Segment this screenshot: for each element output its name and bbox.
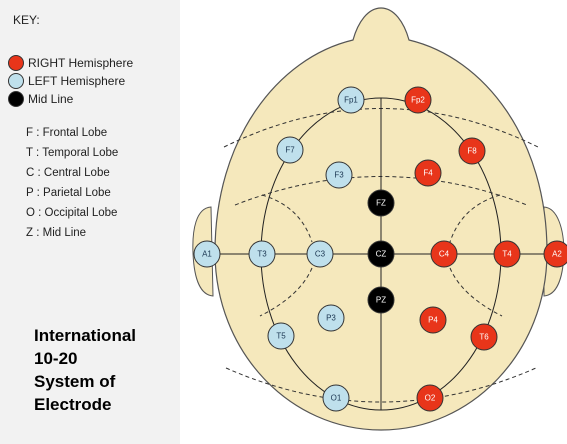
electrode-circle-p4 xyxy=(419,306,447,334)
red-dot-icon xyxy=(8,55,24,71)
electrode-f4: F4 xyxy=(414,159,442,187)
electrode-circle-f4 xyxy=(414,159,442,187)
electrode-label-f4: F4 xyxy=(423,169,433,178)
electrode-label-t5: T5 xyxy=(276,332,286,341)
electrode-circle-t6 xyxy=(470,323,498,351)
legend-right-hemisphere: RIGHT Hemisphere xyxy=(8,55,133,71)
electrode-c4: C4 xyxy=(430,240,458,268)
light-blue-dot-icon xyxy=(8,73,24,89)
title-line-3: System of xyxy=(34,372,116,391)
key-panel: KEY: RIGHT Hemisphere LEFT Hemisphere Mi… xyxy=(0,0,180,444)
electrode-c3: C3 xyxy=(306,240,334,268)
electrode-circle-pz xyxy=(367,286,395,314)
electrode-label-f3: F3 xyxy=(334,171,344,180)
electrode-circle-fp1 xyxy=(337,86,365,114)
electrode-fp1: Fp1 xyxy=(337,86,365,114)
electrode-circle-c4 xyxy=(430,240,458,268)
electrode-circle-f8 xyxy=(458,137,486,165)
electrode-f7: F7 xyxy=(276,136,304,164)
electrode-o2: O2 xyxy=(416,384,444,412)
legend-label: LEFT Hemisphere xyxy=(28,74,126,88)
electrode-pz: PZ xyxy=(367,286,395,314)
electrode-circle-fp2 xyxy=(404,86,432,114)
electrode-label-fp1: Fp1 xyxy=(344,96,358,105)
electrode-label-t4: T4 xyxy=(502,250,512,259)
electrode-circle-o1 xyxy=(322,384,350,412)
electrode-t3: T3 xyxy=(248,240,276,268)
electrode-circle-f3 xyxy=(325,161,353,189)
legend-label: RIGHT Hemisphere xyxy=(28,56,134,70)
lobe-midline: Z : Mid Line xyxy=(26,227,87,239)
black-dot-icon xyxy=(8,91,24,107)
electrode-circle-cz xyxy=(367,240,395,268)
lobe-frontal: F : Frontal Lobe xyxy=(26,127,108,139)
electrode-label-f7: F7 xyxy=(285,146,295,155)
electrode-fp2: Fp2 xyxy=(404,86,432,114)
electrode-a1: A1 xyxy=(193,240,221,268)
electrode-circle-a1 xyxy=(193,240,221,268)
electrode-circle-a2 xyxy=(543,240,567,268)
electrode-label-c4: C4 xyxy=(439,250,450,259)
electrode-f8: F8 xyxy=(458,137,486,165)
electrode-circle-f7 xyxy=(276,136,304,164)
electrode-label-pz: PZ xyxy=(376,296,386,305)
electrode-a2: A2 xyxy=(543,240,567,268)
electrode-t5: T5 xyxy=(267,322,295,350)
electrode-label-cz: CZ xyxy=(376,250,387,259)
electrode-circle-p3 xyxy=(317,304,345,332)
electrode-label-t3: T3 xyxy=(257,250,267,259)
legend-mid-line: Mid Line xyxy=(8,91,73,107)
legend-label: Mid Line xyxy=(28,92,74,106)
electrode-label-f8: F8 xyxy=(467,147,477,156)
title-line-1: International xyxy=(34,326,137,345)
electrode-o1: O1 xyxy=(322,384,350,412)
electrode-cz: CZ xyxy=(367,240,395,268)
electrode-circle-o2 xyxy=(416,384,444,412)
key-title: KEY: xyxy=(13,13,40,27)
electrode-circle-t4 xyxy=(493,240,521,268)
electrode-label-p4: P4 xyxy=(428,316,438,325)
lobe-temporal: T : Temporal Lobe xyxy=(26,147,119,159)
electrode-label-c3: C3 xyxy=(315,250,326,259)
electrode-label-o2: O2 xyxy=(425,394,436,403)
electrode-label-fp2: Fp2 xyxy=(411,96,425,105)
electrode-t4: T4 xyxy=(493,240,521,268)
lobe-central: C : Central Lobe xyxy=(26,167,110,179)
electrode-label-o1: O1 xyxy=(331,394,342,403)
electrode-label-p3: P3 xyxy=(326,314,336,323)
electrode-label-t6: T6 xyxy=(479,333,489,342)
electrode-fz: FZ xyxy=(367,189,395,217)
electrode-label-a2: A2 xyxy=(552,250,562,259)
electrode-t6: T6 xyxy=(470,323,498,351)
electrode-label-fz: FZ xyxy=(376,199,386,208)
electrode-circle-t3 xyxy=(248,240,276,268)
lobe-parietal: P : Parietal Lobe xyxy=(26,187,111,199)
electrode-circle-t5 xyxy=(267,322,295,350)
title-line-2: 10-20 xyxy=(34,349,78,368)
electrode-p4: P4 xyxy=(419,306,447,334)
electrode-circle-c3 xyxy=(306,240,334,268)
electrode-circle-fz xyxy=(367,189,395,217)
electrode-p3: P3 xyxy=(317,304,345,332)
lobe-occipital: O : Occipital Lobe xyxy=(26,207,118,219)
electrode-label-a1: A1 xyxy=(202,250,212,259)
electrode-f3: F3 xyxy=(325,161,353,189)
title-line-4: Electrode xyxy=(34,395,112,414)
legend-left-hemisphere: LEFT Hemisphere xyxy=(8,73,125,89)
